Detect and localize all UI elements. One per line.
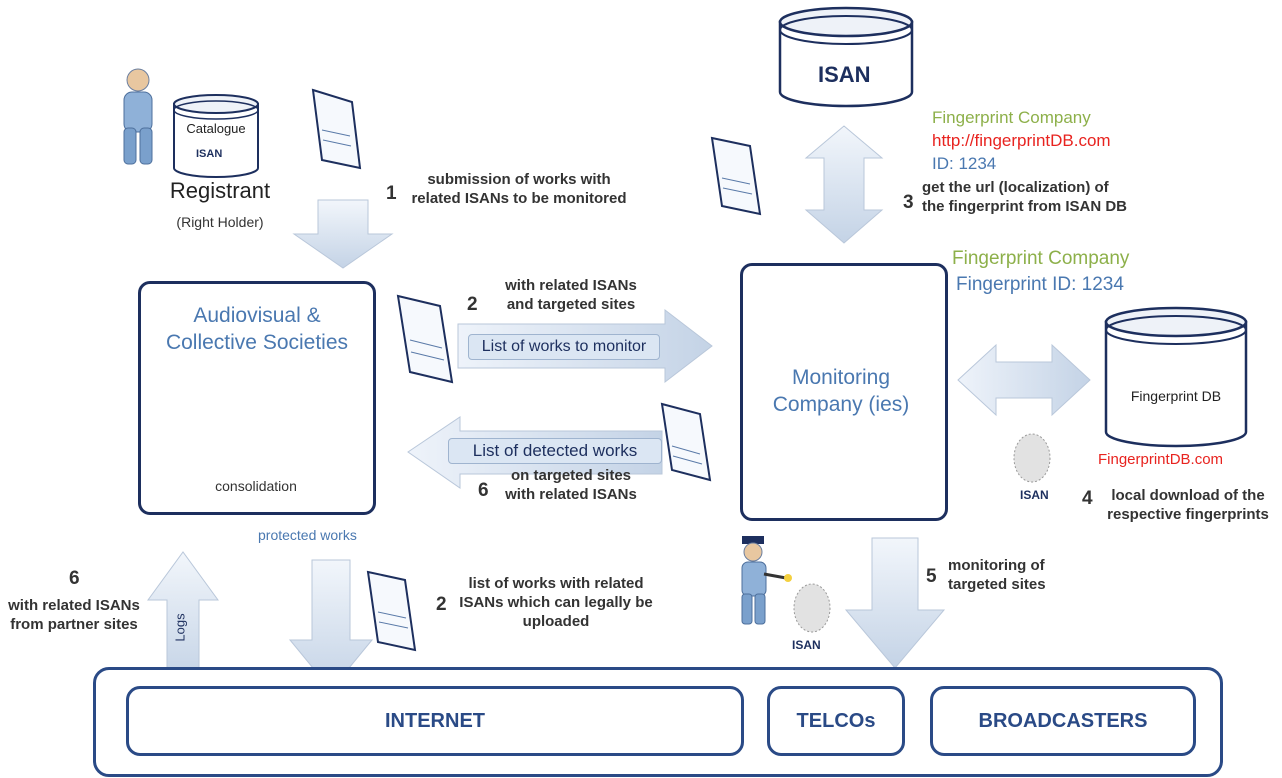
step-2-number-top: 2 bbox=[467, 294, 478, 315]
registrant-role: (Right Holder) bbox=[176, 214, 264, 230]
step-3-text: get the url (localization) of the finger… bbox=[922, 179, 1127, 215]
step-5-number: 5 bbox=[926, 566, 937, 587]
registrant-person-icon bbox=[123, 68, 153, 165]
fingerprint-db-label: Fingerprint DB bbox=[1130, 388, 1222, 404]
fingerprint-db-site: FingerprintDB.com bbox=[1098, 451, 1224, 468]
protected-works-label: protected works bbox=[258, 527, 357, 543]
logs-arrow-label: Logs bbox=[172, 613, 188, 642]
monitoring-fingerprint-company: Fingerprint Company bbox=[952, 248, 1130, 269]
document-icon-4 bbox=[710, 136, 762, 216]
fingerprint-icon-1 bbox=[1013, 433, 1051, 483]
step-1-text: submission of works with related ISANs t… bbox=[411, 171, 627, 207]
arrow-protected-down bbox=[288, 559, 374, 691]
societies-box bbox=[138, 281, 376, 515]
step-6-number-left: 6 bbox=[69, 568, 80, 589]
arrow-fingerprint-double bbox=[957, 343, 1091, 417]
step-5-text: monitoring of targeted sites bbox=[948, 557, 1046, 593]
step-6-text-left: with related ISANs from partner sites bbox=[8, 597, 140, 633]
document-icon-1 bbox=[311, 88, 362, 170]
fingerprint-isan-logo: ISAN bbox=[1020, 488, 1049, 502]
registrant-title: Registrant bbox=[169, 178, 271, 203]
catalogue-db-icon bbox=[173, 94, 259, 178]
fingerprint-company-label: Fingerprint Company bbox=[932, 108, 1091, 127]
fingerprint-url: http://fingerprintDB.com bbox=[932, 131, 1111, 150]
step-6-text-middle: on targeted sites with related ISANs bbox=[505, 467, 637, 503]
document-icon-2 bbox=[396, 294, 454, 384]
detected-works-arrow-label: List of detected works bbox=[448, 438, 662, 464]
monitoring-box bbox=[740, 263, 948, 521]
fingerprint-db-icon bbox=[1104, 306, 1248, 448]
arrow-registrant-down bbox=[292, 199, 394, 269]
step-2-text-top: with related ISANs and targeted sites bbox=[505, 277, 637, 313]
societies-title: Audiovisual & Collective Societies bbox=[165, 304, 349, 354]
step-4-number: 4 bbox=[1082, 488, 1093, 509]
isan-db-logo: ISAN bbox=[818, 62, 871, 87]
policeman-icon bbox=[741, 536, 792, 625]
arrow-isan-db-double bbox=[804, 125, 884, 244]
document-icon-5 bbox=[366, 570, 417, 652]
telcos-bar: TELCOs bbox=[767, 686, 905, 756]
step-6-number-middle: 6 bbox=[478, 480, 489, 501]
catalogue-isan-logo: ISAN bbox=[196, 148, 223, 160]
fingerprint-icon-2 bbox=[793, 583, 831, 633]
police-isan-logo: ISAN bbox=[792, 638, 821, 652]
fingerprint-id: ID: 1234 bbox=[932, 154, 997, 173]
monitoring-fingerprint-id: Fingerprint ID: 1234 bbox=[956, 274, 1124, 295]
step-3-number: 3 bbox=[903, 192, 914, 213]
consolidation-label: consolidation bbox=[215, 478, 297, 494]
monitoring-title: Monitoring Company (ies) bbox=[772, 366, 910, 416]
step-1-number: 1 bbox=[386, 183, 397, 204]
step-4-text: local download of the respective fingerp… bbox=[1107, 487, 1269, 523]
document-icon-3 bbox=[660, 402, 712, 482]
isan-db-icon bbox=[778, 6, 914, 108]
step-2-text-bottom: list of works with related ISANs which c… bbox=[459, 575, 653, 630]
works-to-monitor-arrow-label: List of works to monitor bbox=[468, 334, 660, 360]
step-2-number-bottom: 2 bbox=[436, 594, 447, 615]
catalogue-label: Catalogue bbox=[186, 121, 246, 136]
arrow-monitoring-down bbox=[844, 537, 946, 669]
broadcasters-bar: BROADCASTERS bbox=[930, 686, 1196, 756]
internet-bar: INTERNET bbox=[126, 686, 744, 756]
